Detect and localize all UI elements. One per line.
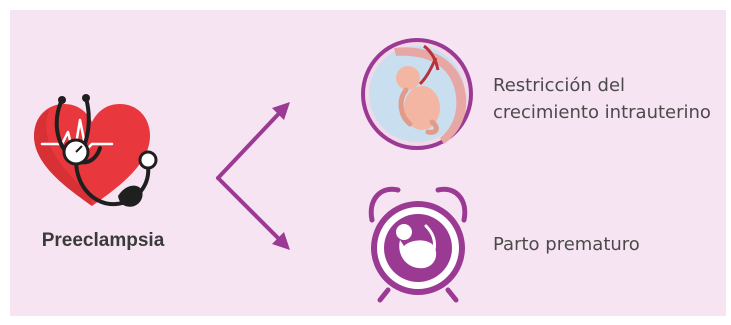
outcome-label-line: Parto prematuro <box>493 231 640 258</box>
outcome-label-growth-restriction: Restricción del crecimiento intrauterino <box>493 72 711 126</box>
cause-label: Preeclampsia <box>28 230 178 252</box>
arrow-to-outcome-2 <box>218 178 286 246</box>
outcome-label-preterm-birth: Parto prematuro <box>493 231 640 258</box>
outcome-label-line: crecimiento intrauterino <box>493 99 711 126</box>
alarm-clock-fetus-icon <box>371 189 465 300</box>
branch-arrows <box>218 102 290 250</box>
heart-stethoscope-icon <box>34 94 156 207</box>
arrow-to-outcome-1 <box>218 106 286 178</box>
outcome-label-line: Restricción del <box>493 72 711 99</box>
fetus-in-womb-icon <box>363 40 471 148</box>
